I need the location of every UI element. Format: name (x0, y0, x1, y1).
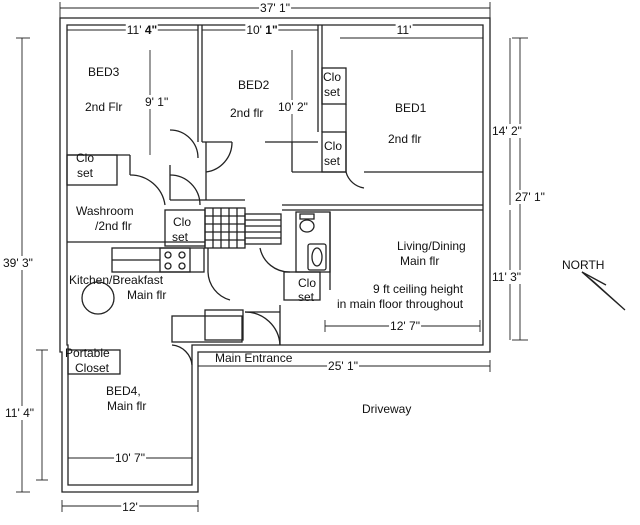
closet-hall-label-a: Clo (173, 215, 192, 229)
door-hall (169, 174, 201, 206)
dim-right-depth: 27' 1" (514, 190, 546, 204)
door-bed3 (169, 129, 199, 159)
living-label-a: Living/Dining (397, 239, 466, 253)
dim-overall-depth: 39' 3" (2, 256, 34, 270)
closet-bed2-label-a: Clo (323, 70, 342, 84)
north-arrow (581, 271, 626, 311)
closet-main (283, 271, 321, 301)
closet-hall-label-b: set (172, 230, 189, 244)
portable-closet-label-a: Portable (65, 346, 110, 360)
dim-bed2-width-a: 10' (246, 23, 266, 37)
driveway-label: Driveway (362, 402, 412, 416)
closet-bed3 (66, 154, 118, 186)
dim-bed3-width-b: 4" (144, 23, 158, 37)
room-bed2-floor: 2nd flr (230, 106, 264, 120)
closet-bed2 (321, 67, 347, 105)
bed4-label-b: Main flr (107, 399, 147, 413)
dim-wing-width: 12' (121, 500, 139, 514)
closet-main-label-b: set (298, 290, 315, 304)
breakfast-table (81, 281, 115, 315)
door-bed1 (345, 171, 365, 189)
room-bed1-floor: 2nd flr (388, 132, 422, 146)
door-bed2 (205, 141, 233, 173)
dim-bed1-depth: 14' 2" (491, 124, 523, 138)
bathtub (307, 243, 327, 271)
dim-bed4-width: 10' 7" (114, 451, 146, 465)
dim-bed3-depth: 9' 1" (144, 95, 170, 109)
kitchen-label-a: Kitchen/Breakfast (69, 273, 164, 287)
room-bed2-name: BED2 (238, 78, 270, 92)
door-bath (259, 247, 291, 273)
dim-bed2-width: 10' 1" (245, 23, 279, 37)
exterior-wall-outer (59, 17, 491, 493)
washroom-label-b: /2nd flr (95, 219, 132, 233)
stairs-upper (204, 207, 246, 249)
door-kitchen (207, 271, 231, 301)
main-entrance-label: Main Entrance (215, 351, 293, 365)
dim-overall-width: 37' 1" (259, 1, 291, 15)
dim-bed4-depth: 11' 4" (4, 406, 36, 420)
room-bed3-floor: 2nd Flr (85, 100, 123, 114)
kitchen-label-b: Main flr (127, 288, 167, 302)
dim-front-width: 25' 1" (327, 359, 359, 373)
washroom-label-a: Washroom (76, 204, 134, 218)
dim-bed1-width: 11' (395, 23, 413, 37)
exterior-wall-inner (66, 24, 484, 486)
dim-bed3-width: 11' 4" (125, 23, 159, 37)
closet-main-label-a: Clo (298, 276, 317, 290)
closet-bed3-label-a: Clo (76, 151, 95, 165)
ceiling-note-a: 9 ft ceiling height (373, 282, 464, 296)
stairs-lower (244, 213, 282, 245)
bed4-label-a: BED4, (106, 384, 141, 398)
dim-living-depth: 11' 3" (491, 270, 523, 284)
north-label: NORTH (562, 258, 605, 272)
dim-bed2-depth: 10' 2" (277, 100, 309, 114)
entry-cabinet (171, 315, 243, 343)
dim-bed2-width-b: 1" (265, 23, 278, 37)
closet-bed3-label-b: set (77, 166, 94, 180)
portable-closet (67, 349, 121, 375)
door-washroom (129, 174, 166, 206)
living-label-b: Main flr (400, 254, 440, 268)
closet-bed1-label-a: Clo (324, 139, 343, 153)
closet-bed1-label-b: set (324, 154, 341, 168)
door-bed4 (171, 344, 193, 366)
toilet (299, 219, 315, 233)
stove (159, 247, 191, 273)
portable-closet-label-b: Closet (75, 361, 110, 375)
ceiling-note-b: in main floor throughout (337, 297, 464, 311)
room-bed1-name: BED1 (395, 101, 427, 115)
dim-bed3-width-a: 11' (126, 23, 145, 37)
dim-living-width: 12' 7" (389, 319, 421, 333)
door-main-entrance (244, 311, 281, 346)
room-bed3-name: BED3 (88, 65, 120, 79)
closet-bed2-label-b: set (324, 85, 341, 99)
